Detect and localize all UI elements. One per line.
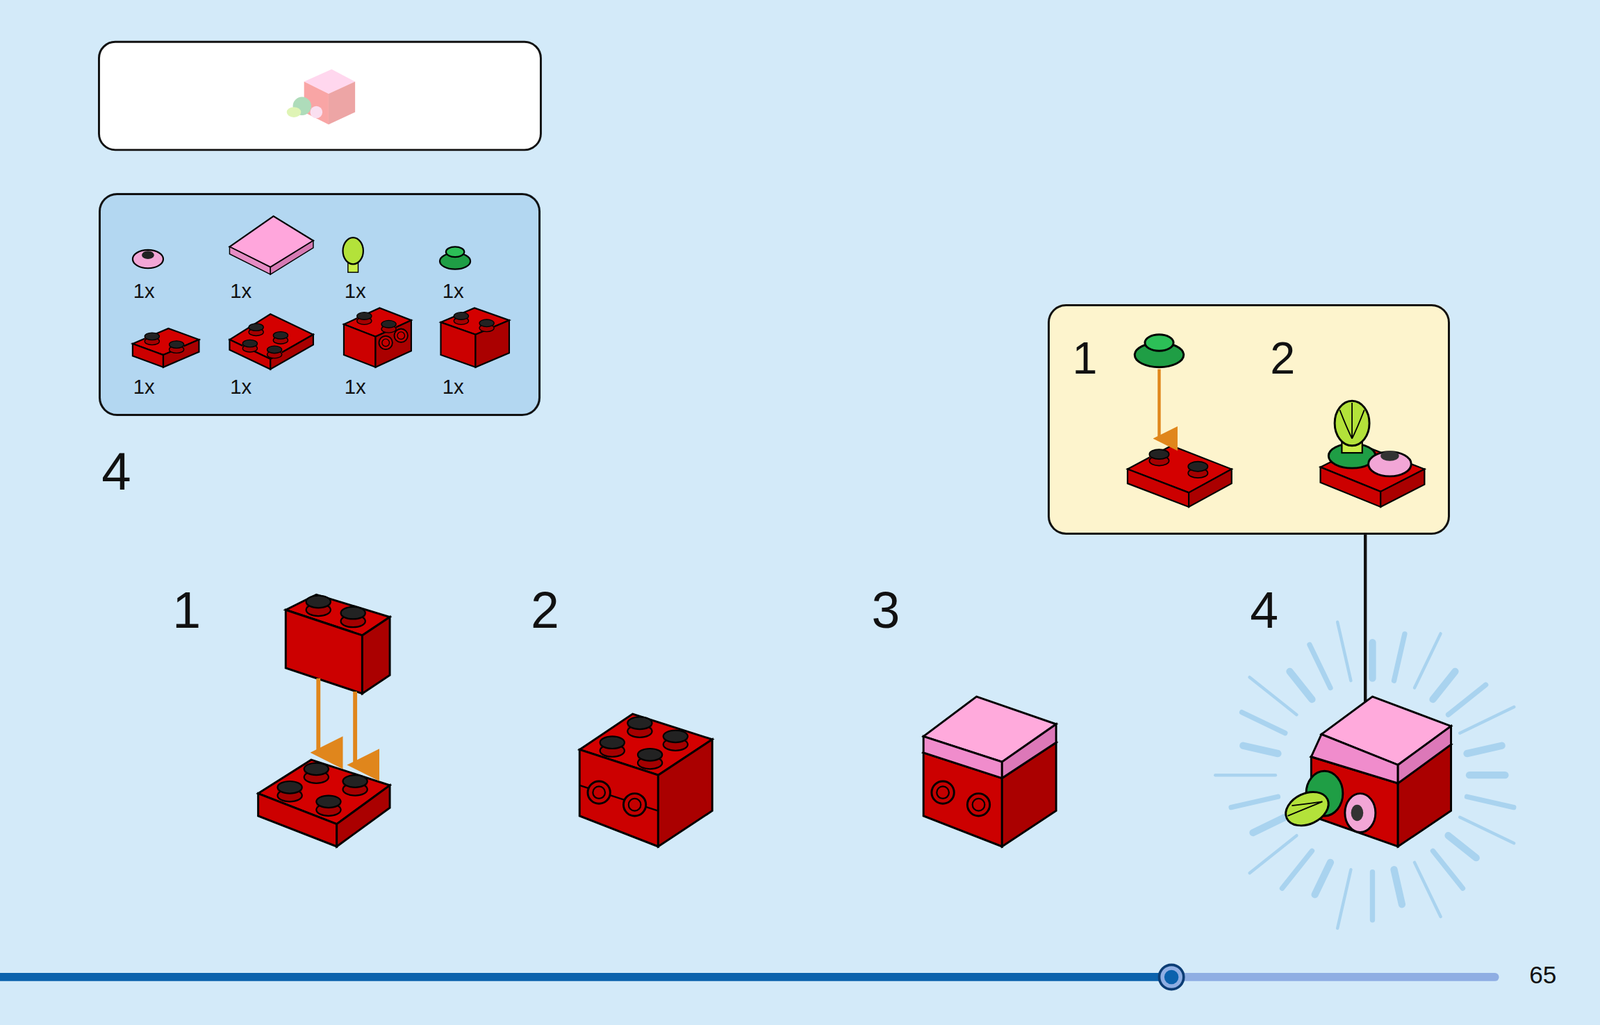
progress-bar [0, 965, 1496, 990]
burst-ray [1432, 851, 1463, 889]
step4-art [1215, 622, 1514, 929]
burst-ray [1215, 773, 1276, 777]
burst-ray [1315, 862, 1331, 895]
step1-art [258, 594, 390, 847]
burst-ray [1448, 685, 1487, 715]
burst-ray [1289, 671, 1312, 700]
sub-step-number: 4 [1249, 585, 1279, 637]
sub-step-number: 2 [530, 585, 560, 637]
part-count: 1x [442, 280, 465, 301]
sub-step-number: 3 [871, 585, 900, 637]
callout-number: 2 [1269, 335, 1296, 381]
burst-ray [1469, 771, 1505, 779]
burst-ray [1368, 642, 1376, 679]
step2-art [579, 714, 713, 847]
part-count: 1x [229, 280, 252, 301]
part-count: 1x [133, 280, 155, 301]
sub-step-callout: 12 [1047, 304, 1450, 535]
callout-number: 1 [1071, 335, 1098, 381]
part-count: 1x [229, 376, 252, 397]
burst-ray [1231, 796, 1278, 808]
page-number: 65 [1529, 963, 1557, 988]
burst-ray [1337, 869, 1351, 929]
step-number: 4 [101, 444, 131, 498]
burst-ray [1249, 677, 1298, 715]
burst-ray [1242, 746, 1278, 754]
burst-ray [1459, 817, 1514, 845]
burst-ray [1309, 644, 1331, 688]
burst-ray [1414, 862, 1441, 918]
callout-panel [1047, 304, 1450, 535]
part-count: 1x [133, 376, 155, 397]
burst-ray [1337, 622, 1351, 681]
burst-ray [1467, 746, 1503, 754]
burst-ray [1281, 851, 1312, 889]
part-count: 1x [442, 376, 465, 397]
burst-ray [1414, 633, 1441, 688]
burst-ray [1242, 712, 1286, 734]
burst-ray [1249, 835, 1298, 874]
burst-ray [1459, 707, 1514, 734]
burst-ray [1394, 634, 1405, 681]
sub-step-number: 1 [172, 585, 201, 637]
step3-art [923, 696, 1057, 847]
part-count: 1x [344, 280, 367, 301]
burst-ray [1467, 796, 1514, 808]
burst-ray [1394, 869, 1402, 905]
parts-panel [98, 193, 541, 417]
burst-ray [1448, 835, 1477, 859]
parts-list-panel: 1x 1x 1x 1x 1x 1x 1x 1x [98, 193, 541, 417]
burst-ray [1370, 872, 1375, 921]
burst-ray [1432, 671, 1455, 700]
part-count: 1x [344, 376, 367, 397]
burst-ray [1252, 817, 1285, 834]
top-box [98, 41, 541, 151]
